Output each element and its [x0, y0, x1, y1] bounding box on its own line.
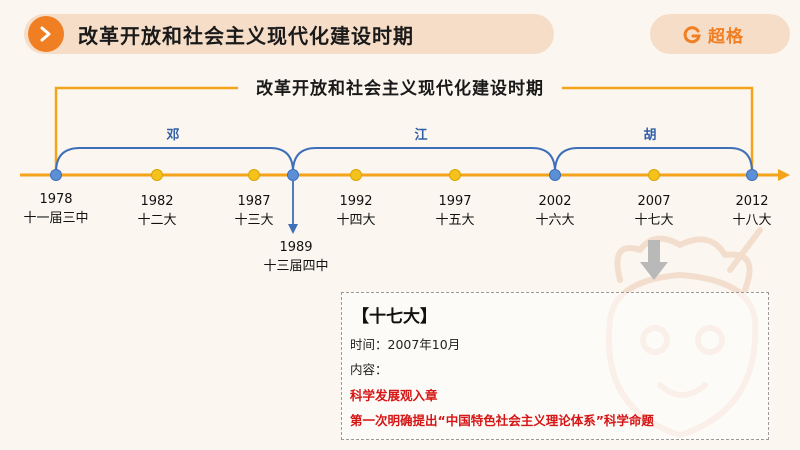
down-arrow-icon [288, 224, 298, 234]
event-label: 十一届三中 [23, 211, 89, 226]
timeline-dot-2012 [746, 169, 758, 181]
info-time: 时间：2007年10月 [350, 337, 461, 352]
brand-g-icon [683, 25, 701, 43]
timeline-dot-1997 [449, 169, 461, 181]
timeline-event[interactable]: 2002 十六大 [535, 192, 574, 230]
event-year: 1992 [339, 194, 373, 209]
period-bracket [54, 86, 754, 175]
timeline-dot-2002 [549, 169, 561, 181]
leader-brace-jiang [292, 147, 556, 173]
leader-label-hu: 胡 [643, 128, 657, 143]
event-year: 1982 [140, 194, 174, 209]
event-label: 十三届四中 [263, 259, 329, 274]
timeline-dot-1992 [350, 169, 362, 181]
timeline-event[interactable]: 2007 十七大 [634, 192, 673, 230]
event-year: 1989 [279, 240, 313, 255]
event-year: 1987 [237, 194, 271, 209]
info-heading: 【十七大】 [352, 307, 437, 327]
leader-brace-deng [55, 147, 294, 173]
info-content-label: 内容： [350, 362, 388, 377]
event-year: 2012 [735, 194, 769, 209]
timeline-event[interactable]: 2012 十八大 [732, 192, 771, 230]
logo-pill [650, 14, 790, 54]
timeline-event[interactable]: 1982 十二大 [137, 192, 176, 230]
timeline-event[interactable]: 1992 十四大 [336, 192, 375, 230]
timeline-event[interactable]: 1987 十三大 [234, 192, 273, 230]
info-pointer-stem [648, 240, 660, 262]
timeline-dot-1978 [50, 169, 62, 181]
timeline-event-extra[interactable]: 1989 十三届四中 [263, 238, 328, 276]
event-label: 十六大 [535, 213, 575, 228]
timeline-event[interactable]: 1978 十一届三中 [23, 190, 88, 228]
event-year: 1978 [39, 192, 73, 207]
info-point: 第一次明确提出“中国特色社会主义理论体系”科学命题 [350, 413, 654, 428]
header-bar [24, 14, 554, 54]
leader-brace-hu [554, 147, 753, 173]
event-year: 1997 [438, 194, 472, 209]
leader-label-jiang: 江 [414, 128, 428, 143]
arrow-right-icon [28, 16, 64, 52]
event-year: 2007 [637, 194, 671, 209]
event-label: 十二大 [137, 213, 177, 228]
info-panel [341, 292, 769, 440]
leader-label-deng: 邓 [166, 128, 180, 143]
timeline-event[interactable]: 1997 十五大 [435, 192, 474, 230]
event-label: 十八大 [732, 213, 772, 228]
event-label: 十三大 [234, 213, 274, 228]
info-point: 科学发展观入章 [350, 388, 438, 403]
timeline-dot-2007 [648, 169, 660, 181]
event-label: 十四大 [336, 213, 376, 228]
page-title: 改革开放和社会主义现代化建设时期 [78, 24, 414, 48]
event-label: 十七大 [634, 213, 674, 228]
event-label: 十五大 [435, 213, 475, 228]
axis-arrow-icon [778, 169, 790, 181]
info-pointer-icon [640, 262, 668, 280]
timeline-dot-1987 [248, 169, 260, 181]
brand-logo: 超格 [682, 22, 744, 47]
brand-name: 超格 [708, 27, 744, 47]
timeline-dot-1982 [151, 169, 163, 181]
timeline-dot-1989 [287, 169, 299, 181]
event-year: 2002 [538, 194, 572, 209]
period-title: 改革开放和社会主义现代化建设时期 [256, 79, 544, 99]
